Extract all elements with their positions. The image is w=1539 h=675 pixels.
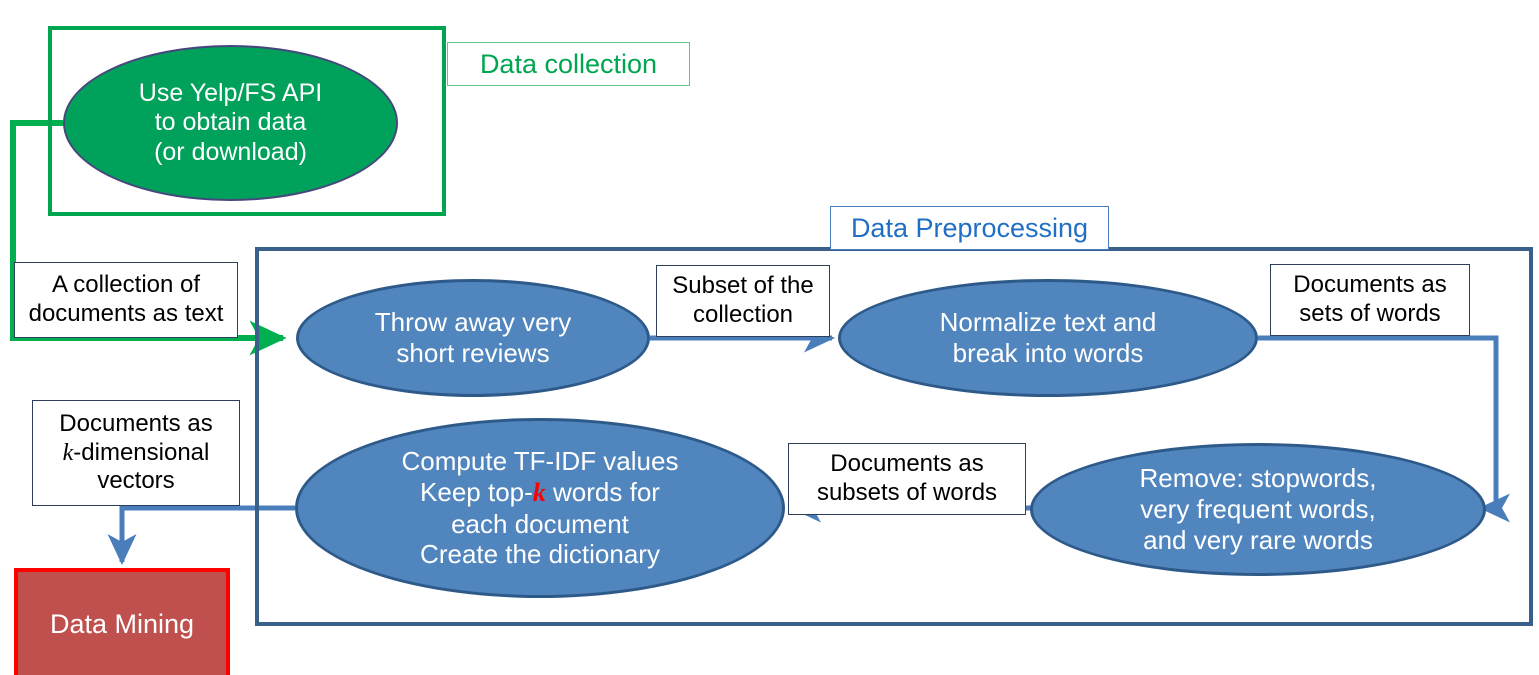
- edge-tfidf-to-datamining: [107, 505, 295, 566]
- tfidf-line-2-prefix: Keep top-: [420, 476, 533, 507]
- k-symbol-red: k: [532, 477, 546, 507]
- vectors-line-1: Documents as: [59, 409, 213, 437]
- tfidf-line-3: each document: [451, 508, 629, 539]
- tfidf-line-2-suffix: words for: [545, 476, 660, 507]
- node-throw-away-short-reviews[interactable]: Throw away very short reviews: [296, 279, 650, 397]
- node-remove-words[interactable]: Remove: stopwords, very frequent words, …: [1030, 443, 1486, 576]
- vectors-line-3: vectors: [97, 467, 175, 495]
- edge-label-documents-as-sets: Documents as sets of words: [1270, 264, 1470, 336]
- edge-obtain-to-throwaway: [10, 120, 287, 356]
- tfidf-line-1: Compute TF-IDF values: [401, 446, 679, 477]
- node-compute-tfidf[interactable]: Compute TF-IDF values Keep top-k words f…: [295, 418, 785, 598]
- node-data-mining[interactable]: Data Mining: [14, 568, 230, 675]
- group-title-data-collection: Data collection: [447, 42, 690, 86]
- tfidf-line-4: Create the dictionary: [420, 539, 660, 570]
- vectors-line-2: k-dimensional: [63, 439, 210, 468]
- node-normalize-text[interactable]: Normalize text and break into words: [838, 279, 1258, 397]
- edge-normalize-to-remove: [1258, 335, 1510, 523]
- group-title-data-preprocessing: Data Preprocessing: [830, 206, 1109, 250]
- edge-label-documents-as-subsets: Documents as subsets of words: [788, 443, 1026, 515]
- edge-label-documents-as-vectors: Documents as k-dimensional vectors: [32, 400, 240, 506]
- edge-label-collection-of-documents: A collection of documents as text: [14, 262, 238, 338]
- edge-label-subset-of-collection: Subset of the collection: [656, 265, 830, 337]
- vectors-line-2-suffix: -dimensional: [73, 438, 210, 466]
- group-frame-data-collection: [48, 26, 446, 216]
- tfidf-line-2: Keep top-k words for: [420, 477, 660, 509]
- k-symbol: k: [62, 439, 74, 466]
- node-obtain-data[interactable]: Use Yelp/FS API to obtain data (or downl…: [63, 45, 398, 201]
